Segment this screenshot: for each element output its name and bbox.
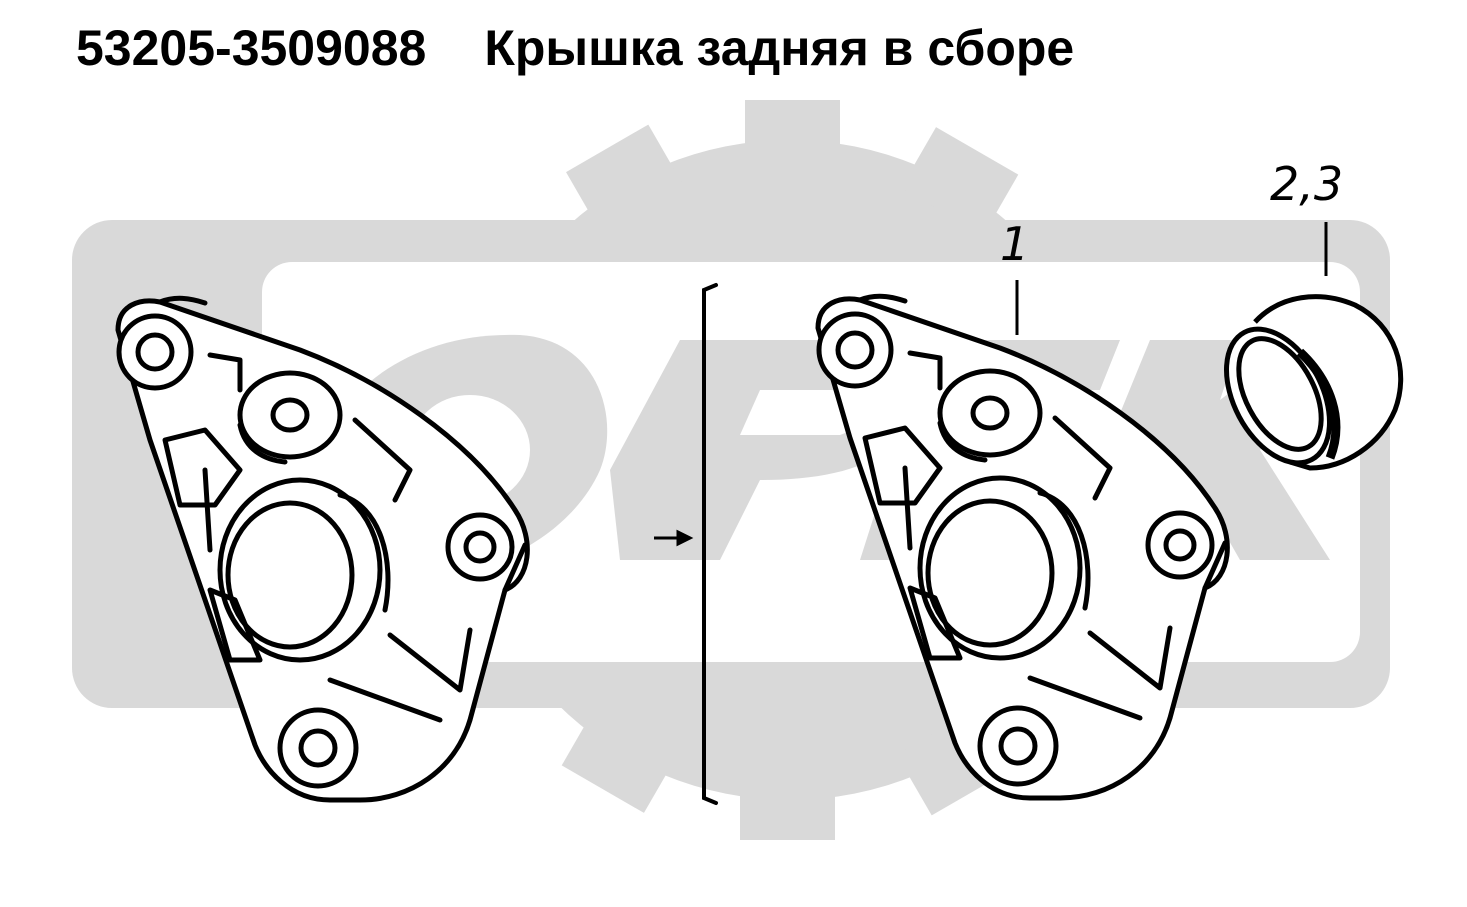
- assembly-bracket: [702, 283, 718, 805]
- assembly-arrow: [654, 529, 694, 547]
- page-title: 53205-3509088 Крышка задняя в сборе: [76, 14, 1074, 82]
- leader-lines: [1015, 222, 1328, 335]
- callout-part-2-3: 2,3: [1270, 157, 1343, 211]
- callout-part-1: 1: [1000, 217, 1029, 271]
- rear-cover-assembly: [115, 295, 530, 803]
- rear-cover-part: [815, 293, 1230, 801]
- part-name: Крышка задняя в сборе: [484, 20, 1075, 76]
- part-number: 53205-3509088: [76, 20, 427, 76]
- bushing-part: [1224, 294, 1404, 471]
